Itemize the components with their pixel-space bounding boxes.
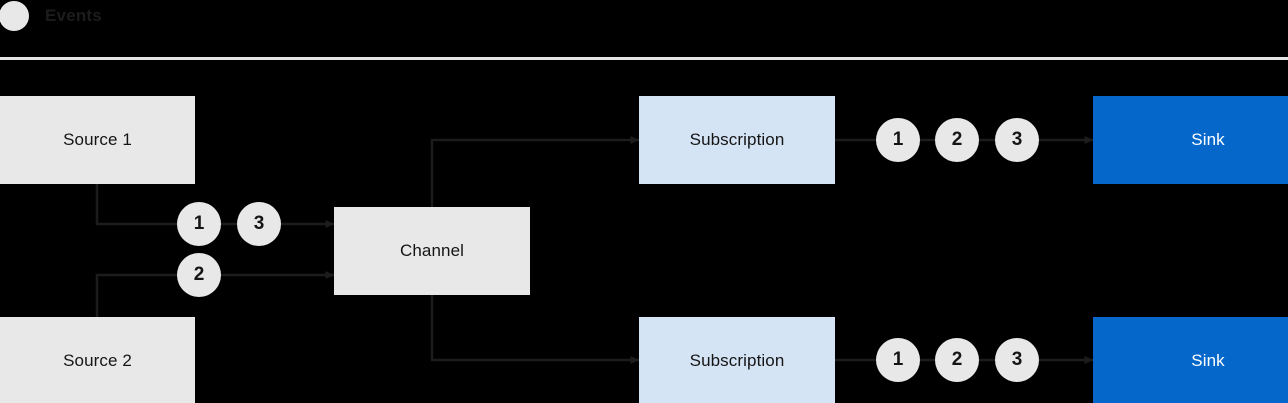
node-source-1[interactable]: Source 1 <box>0 96 195 184</box>
node-sink-2-label: Sink <box>1191 351 1225 370</box>
event-token: 1 <box>177 202 221 246</box>
node-source-2[interactable]: Source 2 <box>0 317 195 403</box>
node-channel[interactable]: Channel <box>334 207 530 295</box>
node-subscription-1-label: Subscription <box>689 130 785 149</box>
edge-channel-subscription1 <box>430 136 640 207</box>
event-token: 3 <box>995 338 1039 382</box>
event-token: 2 <box>177 253 221 297</box>
legend: Events <box>0 0 300 40</box>
event-token: 2 <box>935 338 979 382</box>
event-token: 3 <box>237 202 281 246</box>
node-subscription-1[interactable]: Subscription <box>639 96 835 184</box>
node-subscription-2-label: Subscription <box>689 351 785 370</box>
node-source-1-label: Source 1 <box>63 130 132 149</box>
event-token: 3 <box>995 118 1039 162</box>
edge-channel-subscription2 <box>430 295 640 364</box>
event-token: 1 <box>876 338 920 382</box>
header-divider <box>0 57 1288 60</box>
legend-label: Events <box>45 6 102 25</box>
event-token: 1 <box>876 118 920 162</box>
event-dot-icon <box>0 1 29 31</box>
node-sink-2[interactable]: Sink <box>1093 317 1288 403</box>
node-sink-1[interactable]: Sink <box>1093 96 1288 184</box>
node-subscription-2[interactable]: Subscription <box>639 317 835 403</box>
event-token: 2 <box>935 118 979 162</box>
node-channel-label: Channel <box>399 241 465 260</box>
node-source-2-label: Source 2 <box>63 351 132 370</box>
node-sink-1-label: Sink <box>1191 130 1225 149</box>
